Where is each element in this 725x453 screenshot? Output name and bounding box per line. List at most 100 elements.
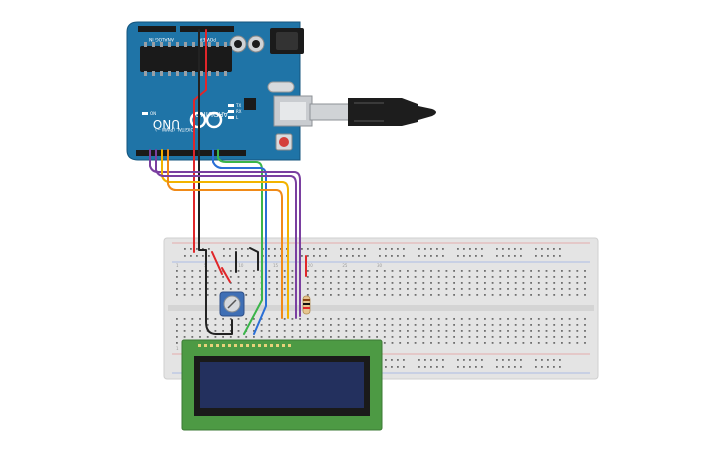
breadboard-hole[interactable] [553, 336, 556, 338]
lcd-pin[interactable] [204, 344, 207, 347]
breadboard-hole[interactable] [183, 336, 186, 338]
breadboard-hole[interactable] [330, 276, 332, 278]
breadboard-hole[interactable] [437, 336, 440, 338]
breadboard-hole[interactable] [437, 330, 440, 332]
breadboard-hole[interactable] [507, 294, 509, 296]
breadboard-hole[interactable] [276, 318, 278, 320]
breadboard-hole[interactable] [229, 324, 232, 326]
breadboard-hole[interactable] [407, 282, 409, 284]
breadboard-hole[interactable] [453, 282, 455, 284]
breadboard-hole[interactable] [430, 282, 432, 284]
breadboard-hole[interactable] [353, 288, 355, 290]
breadboard-hole[interactable] [514, 366, 516, 368]
breadboard-hole[interactable] [530, 342, 532, 344]
breadboard-hole[interactable] [561, 288, 563, 290]
breadboard-hole[interactable] [222, 276, 224, 278]
breadboard-hole[interactable] [307, 248, 309, 250]
breadboard-hole[interactable] [322, 336, 325, 338]
breadboard-hole[interactable] [353, 276, 355, 278]
breadboard-hole[interactable] [422, 294, 425, 296]
breadboard-hole[interactable] [403, 248, 405, 250]
breadboard-hole[interactable] [206, 294, 209, 296]
breadboard-hole[interactable] [391, 270, 394, 272]
breadboard-hole[interactable] [368, 276, 371, 278]
breadboard-hole[interactable] [491, 288, 494, 290]
breadboard-hole[interactable] [383, 318, 386, 320]
breadboard-hole[interactable] [330, 282, 332, 284]
breadboard-hole[interactable] [313, 255, 315, 257]
breadboard-hole[interactable] [547, 248, 549, 250]
breadboard-hole[interactable] [476, 336, 479, 338]
breadboard-hole[interactable] [191, 336, 194, 338]
breadboard-hole[interactable] [499, 288, 502, 290]
breadboard-hole[interactable] [176, 330, 178, 332]
breadboard-hole[interactable] [576, 324, 579, 326]
breadboard-hole[interactable] [422, 276, 425, 278]
breadboard-hole[interactable] [383, 336, 386, 338]
breadboard-hole[interactable] [584, 324, 586, 326]
breadboard-hole[interactable] [476, 270, 479, 272]
breadboard-hole[interactable] [514, 288, 517, 290]
breadboard-hole[interactable] [422, 336, 425, 338]
breadboard-hole[interactable] [481, 255, 483, 257]
lcd-pin[interactable] [234, 344, 237, 347]
breadboard-hole[interactable] [352, 248, 354, 250]
breadboard-hole[interactable] [436, 359, 438, 361]
breadboard-hole[interactable] [196, 255, 198, 257]
breadboard-hole[interactable] [499, 336, 502, 338]
breadboard-hole[interactable] [383, 270, 386, 272]
breadboard-hole[interactable] [253, 270, 255, 272]
breadboard-hole[interactable] [463, 366, 465, 368]
breadboard-hole[interactable] [399, 330, 402, 332]
breadboard-hole[interactable] [553, 270, 556, 272]
breadboard-hole[interactable] [337, 270, 340, 272]
wire-black-gnd[interactable] [198, 29, 233, 335]
breadboard-hole[interactable] [391, 336, 394, 338]
breadboard-hole[interactable] [322, 318, 325, 320]
breadboard-hole[interactable] [530, 330, 532, 332]
breadboard-hole[interactable] [353, 270, 355, 272]
breadboard-hole[interactable] [291, 288, 294, 290]
breadboard-hole[interactable] [463, 255, 465, 257]
breadboard-hole[interactable] [453, 336, 455, 338]
breadboard-hole[interactable] [368, 324, 371, 326]
breadboard-hole[interactable] [222, 324, 224, 326]
breadboard-hole[interactable] [553, 294, 556, 296]
breadboard-hole[interactable] [368, 318, 371, 320]
breadboard-hole[interactable] [214, 324, 217, 326]
breadboard-hole[interactable] [260, 336, 263, 338]
breadboard-hole[interactable] [422, 270, 425, 272]
breadboard-hole[interactable] [368, 270, 371, 272]
breadboard-hole[interactable] [397, 366, 399, 368]
breadboard-hole[interactable] [499, 276, 502, 278]
breadboard-hole[interactable] [391, 294, 394, 296]
breadboard-hole[interactable] [407, 276, 409, 278]
breadboard-hole[interactable] [418, 366, 420, 368]
breadboard-hole[interactable] [391, 318, 394, 320]
breadboard-hole[interactable] [276, 336, 278, 338]
breadboard-hole[interactable] [496, 359, 498, 361]
breadboard-hole[interactable] [313, 248, 315, 250]
breadboard-hole[interactable] [184, 255, 186, 257]
breadboard-hole[interactable] [535, 248, 537, 250]
breadboard-hole[interactable] [430, 255, 432, 257]
breadboard-hole[interactable] [561, 282, 563, 284]
breadboard-hole[interactable] [530, 324, 532, 326]
breadboard-hole[interactable] [260, 324, 263, 326]
breadboard-hole[interactable] [235, 248, 237, 250]
breadboard-hole[interactable] [391, 276, 394, 278]
breadboard-hole[interactable] [576, 288, 579, 290]
breadboard-hole[interactable] [414, 318, 417, 320]
breadboard-hole[interactable] [345, 294, 348, 296]
breadboard-hole[interactable] [364, 248, 366, 250]
breadboard-hole[interactable] [191, 276, 194, 278]
breadboard-hole[interactable] [306, 318, 309, 320]
lcd-pin[interactable] [258, 344, 261, 347]
breadboard-hole[interactable] [507, 276, 509, 278]
breadboard-hole[interactable] [176, 336, 178, 338]
wire-purple-a[interactable] [149, 149, 301, 317]
breadboard-hole[interactable] [468, 336, 471, 338]
breadboard-hole[interactable] [430, 294, 432, 296]
breadboard-hole[interactable] [345, 330, 348, 332]
breadboard-hole[interactable] [522, 282, 525, 284]
